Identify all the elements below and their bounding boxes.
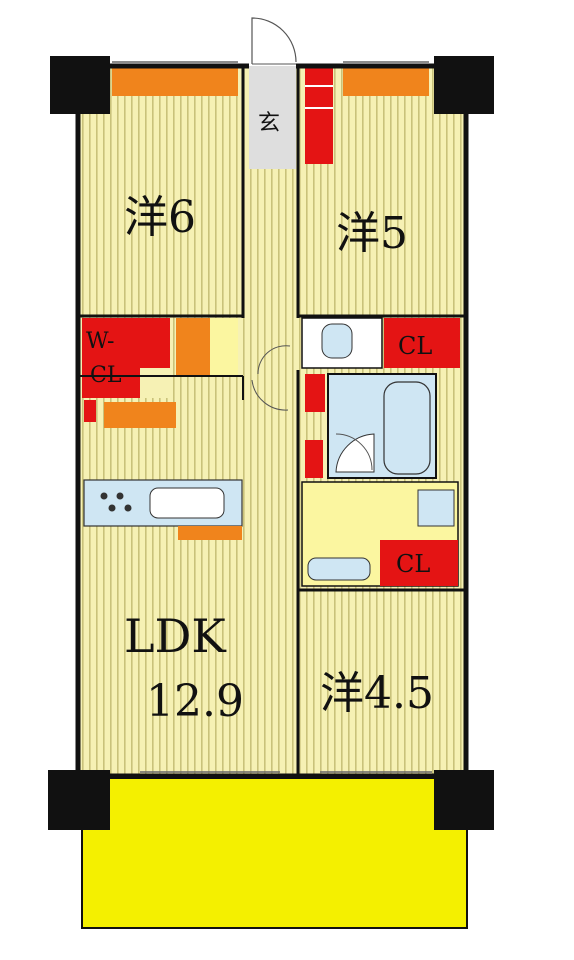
label-entrance: 玄: [258, 111, 280, 136]
label-ldk-size: 12.9: [146, 676, 244, 727]
label-western-5: 洋5: [336, 208, 408, 259]
closet-orange-mid2: [210, 318, 238, 376]
label-western-4-5: 洋4.5: [320, 668, 434, 719]
door-hall-2: [251, 379, 289, 411]
label-ldk: LDK: [124, 609, 227, 663]
closet-orange-mid: [176, 318, 210, 376]
hall-storage-2: [305, 440, 323, 478]
closet-orange-low: [104, 402, 176, 428]
balcony: [81, 777, 468, 929]
column-top-left: [50, 56, 110, 114]
label-closet-lower-right: CL: [396, 550, 430, 578]
washing-machine: [417, 489, 455, 527]
wic-inner: [140, 368, 170, 398]
entrance-door: [251, 17, 297, 64]
windows: [112, 61, 432, 773]
hall-storage-1: [305, 374, 325, 412]
closet-lower-right: [380, 540, 458, 586]
column-bottom-right: [434, 770, 494, 830]
closet-top-left: [112, 68, 238, 96]
column-top-right: [434, 56, 494, 114]
entrance-floor: [249, 66, 296, 169]
small-red-storage: [84, 400, 96, 422]
label-wic-2: CL: [90, 363, 122, 388]
bathtub: [383, 381, 431, 475]
kitchen-sink: [149, 487, 225, 519]
column-bottom-left: [48, 770, 110, 830]
kitchen-backsplash: [178, 526, 242, 540]
label-western-6: 洋6: [124, 192, 196, 243]
label-closet-upper-right: CL: [398, 332, 432, 360]
label-wic-1: W-: [86, 329, 114, 354]
door-hall-1: [257, 345, 291, 375]
interior-walls: [80, 68, 465, 776]
closet-upper-right: [384, 318, 460, 368]
toilet-fixture: [321, 323, 353, 359]
washbasin: [307, 557, 371, 581]
closet-top-right: [343, 68, 429, 96]
shoe-storage: [305, 66, 333, 164]
door-bath: [335, 433, 373, 471]
